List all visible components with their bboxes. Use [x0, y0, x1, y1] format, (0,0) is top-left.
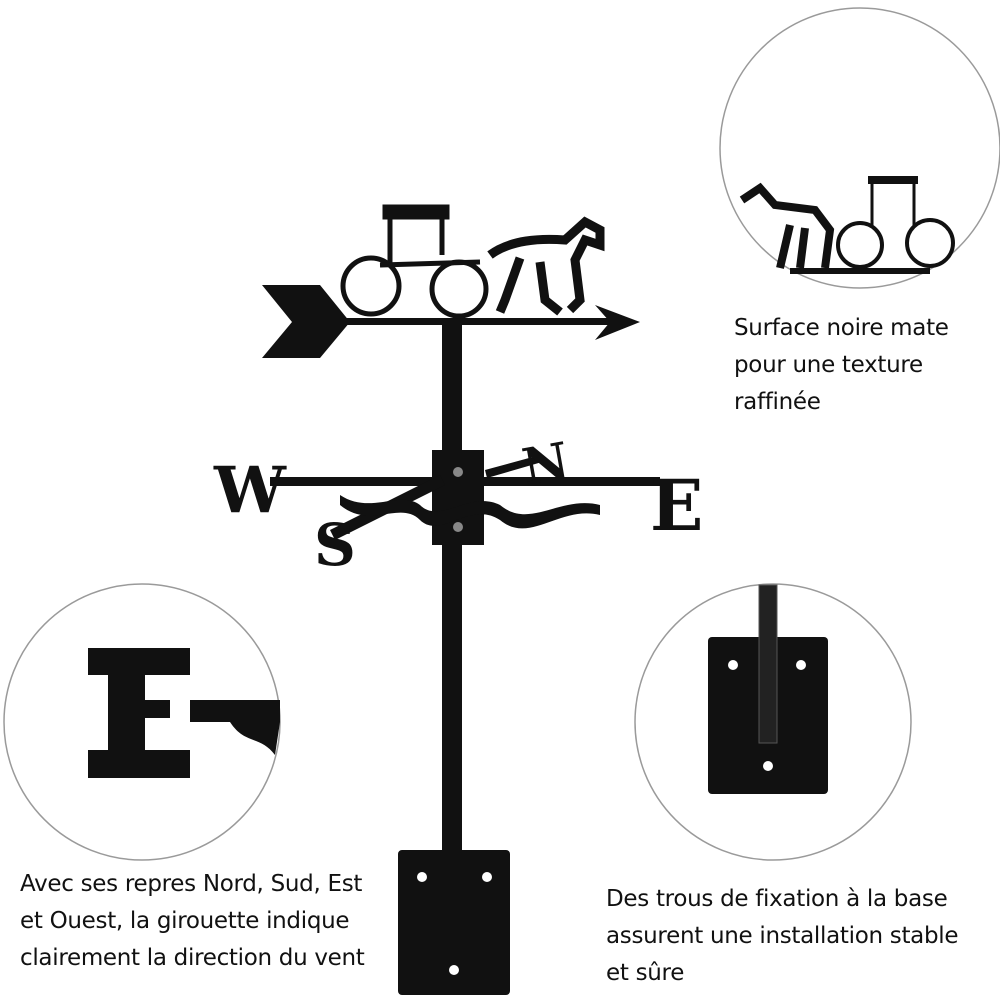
mounting-line: Des trous de fixation à la base: [606, 886, 948, 912]
horse-carriage-silhouette: [340, 204, 605, 319]
east-letter: E: [650, 464, 703, 547]
base-plate: [398, 850, 510, 995]
directions-callout: Avec ses repres Nord, Sud, Est et Ouest,…: [20, 866, 365, 977]
finish-line: raffinée: [734, 389, 821, 415]
arrow: [262, 285, 640, 358]
north-letter: N: [518, 431, 573, 497]
finish-line: pour une texture: [734, 352, 923, 378]
mounting-line: et sûre: [606, 960, 685, 986]
compass-arms: [270, 455, 660, 540]
detail-circle-carriage: [719, 7, 1000, 289]
directions-line: et Ouest, la girouette indique: [20, 908, 350, 934]
finish-callout: Surface noire mate pour une texture raff…: [734, 310, 949, 421]
detail-circle-east-letter: [3, 583, 281, 861]
pole: [442, 325, 462, 855]
west-letter: W: [213, 453, 287, 528]
south-letter: S: [314, 511, 356, 579]
mounting-callout: Des trous de fixation à la base assurent…: [606, 881, 959, 992]
mounting-line: assurent une installation stable: [606, 923, 959, 949]
finish-line: Surface noire mate: [734, 315, 949, 341]
detail-circle-base-plate: [634, 583, 912, 861]
directions-line: Avec ses repres Nord, Sud, Est: [20, 871, 363, 897]
directions-line: clairement la direction du vent: [20, 945, 365, 971]
